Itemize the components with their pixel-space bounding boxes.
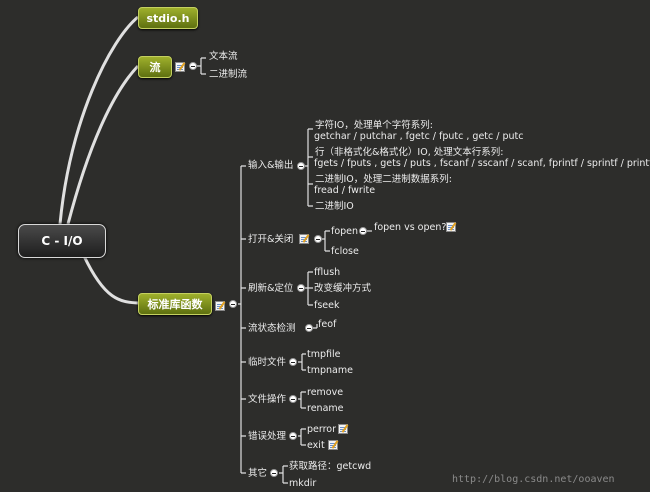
std-label: 标准库函数 [147, 298, 203, 311]
std-node[interactable]: 标准库函数 [138, 293, 212, 315]
io-char-funcs: getchar / putchar , fgetc / fputc , getc… [314, 131, 524, 142]
temp-child-tmpfile: tmpfile [307, 349, 341, 360]
collapse-icon[interactable] [289, 395, 297, 403]
flush-child-fflush: fflush [314, 267, 341, 278]
flush-child-fseek: fseek [314, 300, 340, 311]
fileops-child-remove: remove [307, 387, 344, 398]
state-child-feof: feof [318, 319, 337, 330]
misc-child-getcwd: 获取路径：getcwd [289, 461, 372, 472]
stream-child-binary: 二进制流 [209, 69, 248, 80]
io-bin-title: 二进制IO，处理二进制数据系列: [315, 174, 452, 185]
collapse-icon[interactable] [189, 62, 197, 70]
err-child-exit: exit [307, 440, 325, 451]
collapse-icon[interactable] [359, 227, 367, 235]
io-line-funcs: fgets / fputs , gets / puts , fscanf / s… [314, 158, 650, 169]
stream-child-text: 文本流 [209, 51, 238, 62]
io-char-title: 字符IO，处理单个字符系列: [315, 120, 433, 131]
fileops-label: 文件操作 [248, 394, 287, 405]
fclose-label: fclose [331, 246, 359, 257]
stdio-label: stdio.h [146, 11, 190, 25]
io-label: 输入&输出 [248, 160, 294, 171]
collapse-icon[interactable] [270, 469, 278, 477]
note-icon[interactable] [338, 424, 348, 434]
flush-child-buffer: 改变缓冲方式 [314, 283, 372, 294]
note-icon[interactable] [175, 62, 185, 72]
misc-label: 其它 [248, 468, 268, 479]
stream-label: 流 [149, 61, 161, 74]
flush-label: 刷新&定位 [248, 283, 294, 294]
stdio-node[interactable]: stdio.h [138, 7, 198, 29]
collapse-icon[interactable] [229, 300, 237, 308]
io-bin-io: 二进制IO [315, 201, 354, 212]
collapse-icon[interactable] [289, 432, 297, 440]
stream-node[interactable]: 流 [138, 56, 172, 78]
err-child-perror: perror [307, 424, 337, 435]
misc-child-mkdir: mkdir [289, 478, 317, 489]
state-label: 流状态检测 [248, 323, 296, 334]
err-label: 错误处理 [248, 431, 287, 442]
io-bin-funcs: fread / fwrite [314, 185, 376, 196]
io-line-title: 行（非格式化&格式化）IO, 处理文本行系列: [315, 147, 504, 158]
fopen-label: fopen [331, 226, 359, 237]
fopen-note-label: fopen vs open? [374, 222, 447, 233]
note-icon[interactable] [328, 440, 338, 450]
collapse-icon[interactable] [297, 284, 305, 292]
root-node[interactable]: C - I/O [18, 224, 106, 258]
collapse-icon[interactable] [314, 235, 322, 243]
temp-child-tmpname: tmpname [307, 365, 353, 376]
fileops-child-rename: rename [307, 403, 344, 414]
watermark: http://blog.csdn.net/ooaven [452, 474, 615, 485]
collapse-icon[interactable] [289, 358, 297, 366]
note-icon[interactable] [446, 222, 456, 232]
collapse-icon[interactable] [305, 324, 313, 332]
openclose-label: 打开&关闭 [248, 234, 294, 245]
note-icon[interactable] [299, 234, 309, 244]
collapse-icon[interactable] [297, 162, 305, 170]
root-label: C - I/O [41, 234, 83, 248]
note-icon[interactable] [215, 301, 225, 311]
temp-label: 临时文件 [248, 357, 287, 368]
